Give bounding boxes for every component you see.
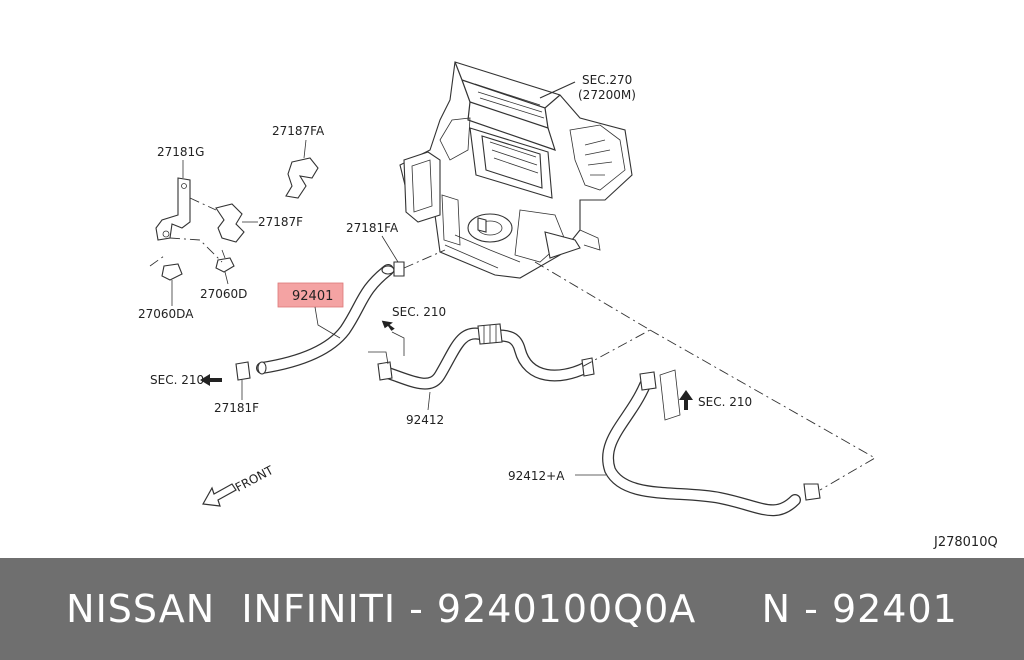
arrow-sec210-left — [200, 374, 222, 386]
label-sec210-mid: SEC. 210 — [392, 305, 446, 319]
hose-92401 — [256, 264, 395, 375]
label-27060DA: 27060DA — [138, 307, 194, 321]
label-92412-A: 92412+A — [508, 469, 565, 483]
label-27060D: 27060D — [200, 287, 247, 301]
arrow-sec210-mid — [368, 320, 405, 365]
label-front: FRONT — [233, 463, 276, 495]
label-sec270-sub: (27200M) — [578, 88, 636, 102]
arrow-sec210-right — [679, 390, 693, 410]
front-direction-arrow — [202, 483, 237, 507]
label-27181FA: 27181FA — [346, 221, 399, 235]
heater-unit-assembly — [399, 61, 633, 279]
bolt-27060DA — [161, 263, 183, 306]
label-27187F: 27187F — [258, 215, 303, 229]
support-plate — [659, 369, 681, 421]
clamp-27181F — [235, 361, 251, 400]
hose-92412 — [377, 323, 595, 411]
clamp-27181FA — [381, 235, 405, 277]
clip-27187FA — [285, 139, 319, 199]
bracket-27181G — [155, 160, 191, 241]
footer-part-number: NISSAN INFINITI - 9240100Q0A N - 92401 — [66, 587, 958, 631]
label-92401: 92401 — [292, 289, 333, 304]
footer-bar: NISSAN INFINITI - 9240100Q0A N - 92401 — [0, 558, 1024, 660]
clip-27187F — [215, 203, 258, 243]
bolt-27060D — [215, 249, 235, 285]
label-92412: 92412 — [406, 413, 444, 427]
hose-92412-A — [575, 371, 821, 517]
label-27187FA: 27187FA — [272, 124, 325, 138]
diagram-canvas: SEC.270 (27200M) 27181G 27187FA 27187F 2… — [138, 61, 998, 550]
label-27181G: 27181G — [157, 145, 204, 159]
label-27181F: 27181F — [214, 401, 259, 415]
highlight-box-92401 — [277, 282, 344, 308]
label-sec210-right: SEC. 210 — [698, 395, 752, 409]
parts-diagram: SEC.270 (27200M) 27181G 27187FA 27187F 2… — [138, 61, 998, 550]
label-sec210-left: SEC. 210 — [150, 373, 204, 387]
label-sec270: SEC.270 — [582, 73, 632, 87]
drawing-code: J278010Q — [933, 535, 998, 550]
